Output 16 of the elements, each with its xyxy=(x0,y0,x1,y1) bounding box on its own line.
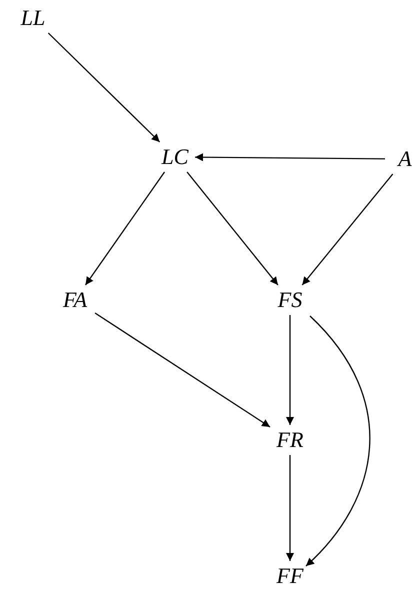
arrow xyxy=(306,316,370,566)
node-label: FA xyxy=(62,289,88,311)
arrow xyxy=(286,455,294,561)
arrow xyxy=(94,312,270,428)
arrow xyxy=(302,174,394,286)
node-label: LL xyxy=(20,7,46,29)
node-label: FR xyxy=(276,429,304,451)
node-label: LC xyxy=(162,146,188,168)
arrow xyxy=(85,172,165,286)
arrow xyxy=(286,315,294,425)
arrow xyxy=(186,172,278,286)
arrow xyxy=(195,153,385,162)
node-label: FS xyxy=(278,289,302,311)
arrow xyxy=(48,32,160,142)
node-label: A xyxy=(398,148,412,170)
node-label: FF xyxy=(276,565,304,587)
